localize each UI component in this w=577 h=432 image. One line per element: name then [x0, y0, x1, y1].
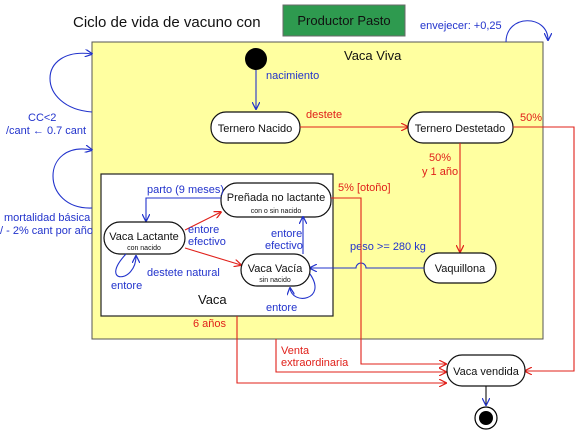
- state-lactante-title: Vaca Lactante: [109, 231, 179, 243]
- entore-efectivo-2-b: efectivo: [265, 240, 303, 252]
- state-ternero-nacido-label: Ternero Nacido: [218, 123, 293, 135]
- product-badge-label: Productor Pasto: [297, 13, 390, 28]
- mortalidad-label-2: / - 2% cant por año: [0, 225, 93, 237]
- entore-vacia-loop: [290, 273, 316, 299]
- p5-otono-label: 5% [otoño]: [338, 182, 391, 194]
- p50-right-label: 50%: [520, 112, 542, 124]
- venta-label-a: Venta: [281, 345, 310, 357]
- final-state-inner: [479, 411, 493, 425]
- state-vaquillona-label: Vaquillona: [435, 263, 486, 275]
- destete-label: destete: [306, 109, 342, 121]
- region-vaca-viva-label: Vaca Viva: [344, 48, 402, 63]
- envejecer-self-loop: [505, 20, 548, 43]
- state-prenada-sub: con o sin nacido: [251, 208, 302, 215]
- state-lactante-sub: con nacido: [127, 245, 161, 252]
- entore-efectivo-2-a: entore: [271, 228, 302, 240]
- seis-anios-arrow: [236, 316, 446, 383]
- entore-lactante-loop: [115, 253, 136, 278]
- cc-self-loop: [49, 53, 92, 113]
- envejecer-label: envejecer: +0,25: [420, 20, 502, 32]
- destete-natural-arrow: [184, 247, 241, 265]
- mortalidad-self-loop: [52, 149, 92, 209]
- entore-efectivo-1-b: efectivo: [188, 236, 226, 248]
- parto-arrow: [146, 197, 221, 221]
- product-badge: [282, 4, 406, 37]
- mortalidad-label-1: mortalidad básica: [4, 212, 91, 224]
- entore-efectivo-1-arrow: [184, 212, 221, 231]
- y1anio-label: y 1 año: [422, 166, 458, 178]
- destete-natural-label: destete natural: [147, 267, 220, 279]
- venta-extraordinaria-arrow: [275, 339, 446, 372]
- peso-label: peso >= 280 kg: [350, 241, 426, 253]
- state-prenada: [220, 182, 332, 218]
- state-prenada-title: Preñada no lactante: [227, 192, 325, 204]
- state-vacia: [240, 253, 311, 287]
- state-lactante: [103, 221, 186, 255]
- prenada-to-vendida-arrow: [331, 197, 446, 364]
- parto-label: parto (9 meses): [147, 184, 224, 196]
- cc-label-1: CC<2: [28, 112, 56, 124]
- cc-label-2: /cant ← 0.7 cant: [6, 125, 86, 137]
- destetado-to-vendida-arrow: [513, 126, 575, 371]
- state-vacia-title: Vaca Vacía: [248, 263, 304, 275]
- region-vaca-label: Vaca: [198, 292, 227, 307]
- p50-down-label: 50%: [429, 152, 451, 164]
- entore-efectivo-1-a: entore: [188, 224, 219, 236]
- state-ternero-destetado-label: Ternero Destetado: [415, 123, 506, 135]
- initial-state: [245, 48, 267, 70]
- entore-vacia-label: entore: [266, 302, 297, 314]
- state-vacia-sub: sin nacido: [259, 277, 291, 284]
- entore-lactante-label: entore: [111, 280, 142, 292]
- state-vendida-label: Vaca vendida: [453, 366, 520, 378]
- venta-label-b: extraordinaria: [281, 357, 349, 369]
- diagram-title: Ciclo de vida de vacuno con: [73, 14, 261, 31]
- seis-anios-label: 6 años: [193, 318, 227, 330]
- nacimiento-label: nacimiento: [266, 70, 319, 82]
